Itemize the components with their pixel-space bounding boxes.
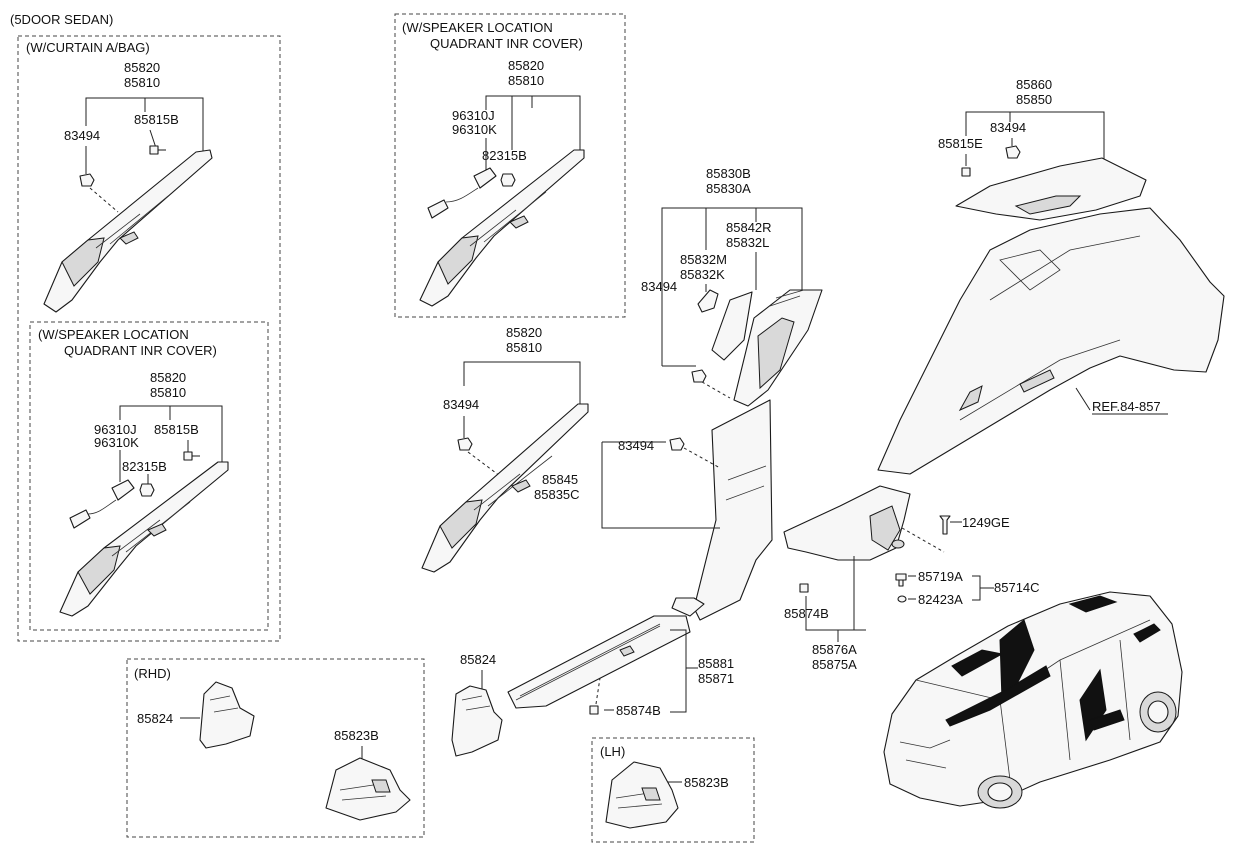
pillar-trim-g1 <box>43 149 213 313</box>
label-85823B-lh: 85823B <box>684 775 729 790</box>
label-85842R: 85842R <box>726 220 772 235</box>
label-83494-r: 83494 <box>990 120 1026 135</box>
pillar-trim-g4 <box>421 403 589 573</box>
vehicle-illustration <box>883 591 1183 809</box>
diagram-title: (5DOOR SEDAN) <box>10 12 113 27</box>
kick-panel-rhd <box>199 681 255 749</box>
label-85810-g1: 85810 <box>124 75 160 90</box>
label-85835C: 85835C <box>534 487 580 502</box>
box-curtain-airbag <box>17 35 281 642</box>
label-85823B-rhd: 85823B <box>334 728 379 743</box>
pillar-trim-g2 <box>59 461 229 617</box>
label-85714C: 85714C <box>994 580 1040 595</box>
label-85820-g1: 85820 <box>124 60 160 75</box>
label-96310J-g3: 96310J <box>452 108 495 123</box>
label-83494-c: 83494 <box>641 279 677 294</box>
label-82315B-g2: 82315B <box>122 459 167 474</box>
label-85820-g3: 85820 <box>508 58 544 73</box>
center-pillar-upper <box>697 289 823 407</box>
label-85810-g3: 85810 <box>508 73 544 88</box>
ref-label: REF.84-857 <box>1092 399 1161 414</box>
label-96310K-g2: 96310K <box>94 435 139 450</box>
label-83494-g4: 83494 <box>443 397 479 412</box>
box-rhd-label: (RHD) <box>134 666 171 681</box>
rear-quarter-trim <box>877 207 1225 475</box>
center-pillar-lower <box>671 399 773 621</box>
cowl-trim-lh <box>605 761 679 829</box>
label-85820-g4: 85820 <box>506 325 542 340</box>
label-85876A: 85876A <box>812 642 857 657</box>
clip-icon-g1 <box>79 145 166 187</box>
kick-panel-85824 <box>451 685 503 757</box>
label-85815B-g1: 85815B <box>134 112 179 127</box>
box-speaker-top-label-1: (W/SPEAKER LOCATION <box>402 20 553 35</box>
scuff-plate <box>507 615 691 709</box>
box-speaker-left-label-1: (W/SPEAKER LOCATION <box>38 327 189 342</box>
label-85832M: 85832M <box>680 252 727 267</box>
lower-quarter-trim <box>783 485 911 561</box>
label-85881: 85881 <box>698 656 734 671</box>
label-83494-d: 83494 <box>618 438 654 453</box>
label-85830B: 85830B <box>706 166 751 181</box>
label-85875A: 85875A <box>812 657 857 672</box>
cowl-trim-rhd <box>325 757 411 821</box>
pillar-trim-g3 <box>419 149 585 307</box>
label-82423A: 82423A <box>918 592 963 607</box>
label-85815E: 85815E <box>938 136 983 151</box>
box-speaker-left-label-2: QUADRANT INR COVER) <box>64 343 217 358</box>
speaker-harness-g2 <box>69 479 135 529</box>
label-85824-a: 85824 <box>460 652 496 667</box>
label-85874B-b: 85874B <box>616 703 661 718</box>
box-speaker-top <box>394 13 626 318</box>
box-rhd <box>126 658 425 838</box>
label-96310K-g3: 96310K <box>452 122 497 137</box>
label-85719A: 85719A <box>918 569 963 584</box>
box-speaker-top-label-2: QUADRANT INR COVER) <box>430 36 583 51</box>
label-85824-rhd: 85824 <box>137 711 173 726</box>
box-curtain-label: (W/CURTAIN A/BAG) <box>26 40 150 55</box>
label-85832K: 85832K <box>680 267 725 282</box>
label-85815B-g2: 85815B <box>154 422 199 437</box>
label-85860: 85860 <box>1016 77 1052 92</box>
label-85845: 85845 <box>542 472 578 487</box>
label-85810-g2: 85810 <box>150 385 186 400</box>
label-85820-g2: 85820 <box>150 370 186 385</box>
label-82315B-g3: 82315B <box>482 148 527 163</box>
label-1249GE: 1249GE <box>962 515 1010 530</box>
label-83494-g1: 83494 <box>64 128 100 143</box>
label-85850: 85850 <box>1016 92 1052 107</box>
label-85871: 85871 <box>698 671 734 686</box>
label-96310J-g2: 96310J <box>94 422 137 437</box>
label-85832L: 85832L <box>726 235 769 250</box>
label-85830A: 85830A <box>706 181 751 196</box>
speaker-harness-g3 <box>427 167 497 219</box>
box-speaker-left <box>29 321 269 631</box>
box-lh-label: (LH) <box>600 744 625 759</box>
label-85810-g4: 85810 <box>506 340 542 355</box>
box-lh <box>591 737 755 843</box>
rear-quarter-upper-trim <box>955 157 1147 221</box>
